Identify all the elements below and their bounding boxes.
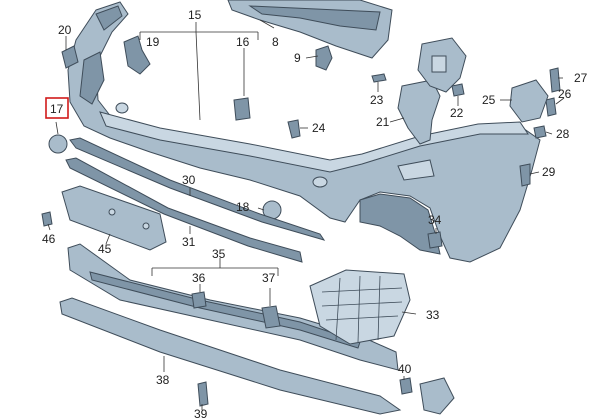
lower-lip-part [59, 297, 402, 415]
bolt-23-part [371, 73, 387, 83]
callout-37: 37 [262, 271, 276, 285]
callout-20: 20 [58, 23, 72, 37]
bracket-19-part [123, 35, 151, 75]
callout-labels: 15 20 19 16 8 9 27 23 22 25 26 17 24 21 … [42, 8, 588, 418]
callout-15: 15 [188, 8, 202, 22]
nut-22-part [451, 83, 465, 97]
bolt-24-part [287, 119, 301, 139]
clip-40-part [399, 377, 413, 395]
callout-24: 24 [312, 121, 326, 135]
clip-37-part [261, 305, 281, 329]
bolt-27-part [549, 67, 561, 93]
callout-38: 38 [156, 373, 170, 387]
lower-spoiler-vents [89, 271, 361, 349]
callout-46: 46 [42, 232, 56, 246]
clip-36-part [191, 291, 207, 309]
trim-strip-31-part [65, 157, 303, 263]
callout-39: 39 [194, 407, 208, 418]
callout-25: 25 [482, 93, 496, 107]
bumper-cover-part [67, 1, 541, 263]
clip-16-part [233, 97, 251, 121]
callout-34: 34 [428, 213, 442, 227]
callout-28: 28 [556, 127, 570, 141]
callout-36: 36 [192, 271, 206, 285]
plate-hole-b [142, 222, 150, 230]
nut-28-part [533, 125, 547, 139]
callout-33: 33 [426, 308, 440, 322]
clip-34-part [427, 231, 443, 249]
bolt-29-part [519, 163, 531, 187]
leader-lines [47, 19, 565, 410]
bracket-20-part [61, 45, 79, 69]
bolt-39-part [197, 381, 209, 407]
bracket-40-side-part [419, 377, 455, 415]
callout-29: 29 [542, 165, 556, 179]
callout-31: 31 [182, 235, 196, 249]
callout-9: 9 [294, 51, 301, 65]
grille-33-mesh [321, 275, 403, 343]
callout-40: 40 [398, 362, 412, 376]
callout-27: 27 [574, 71, 588, 85]
clip-46-part [41, 211, 53, 227]
callout-19: 19 [146, 35, 160, 49]
callout-22: 22 [450, 106, 464, 120]
bracket-window [431, 55, 447, 73]
callout-16: 16 [236, 35, 250, 49]
callout-26: 26 [558, 87, 572, 101]
bolt-26-part [545, 97, 557, 117]
callout-23: 23 [370, 93, 384, 107]
highlight-box-17 [45, 97, 69, 119]
carrier-8-ribs [248, 5, 381, 31]
callout-21: 21 [376, 115, 390, 129]
callout-17: 17 [50, 102, 64, 116]
callout-8: 8 [272, 35, 279, 49]
callout-35: 35 [212, 247, 226, 261]
callout-30: 30 [182, 173, 196, 187]
bracket-25-part [509, 79, 549, 123]
clip-9-part [315, 45, 333, 71]
callout-45: 45 [98, 242, 112, 256]
plate-hole-a [108, 208, 116, 216]
plate-mount-45-part [61, 185, 167, 251]
callout-18: 18 [236, 200, 250, 214]
cap-17-part [48, 134, 68, 154]
trim-strip-30-part [69, 137, 326, 241]
